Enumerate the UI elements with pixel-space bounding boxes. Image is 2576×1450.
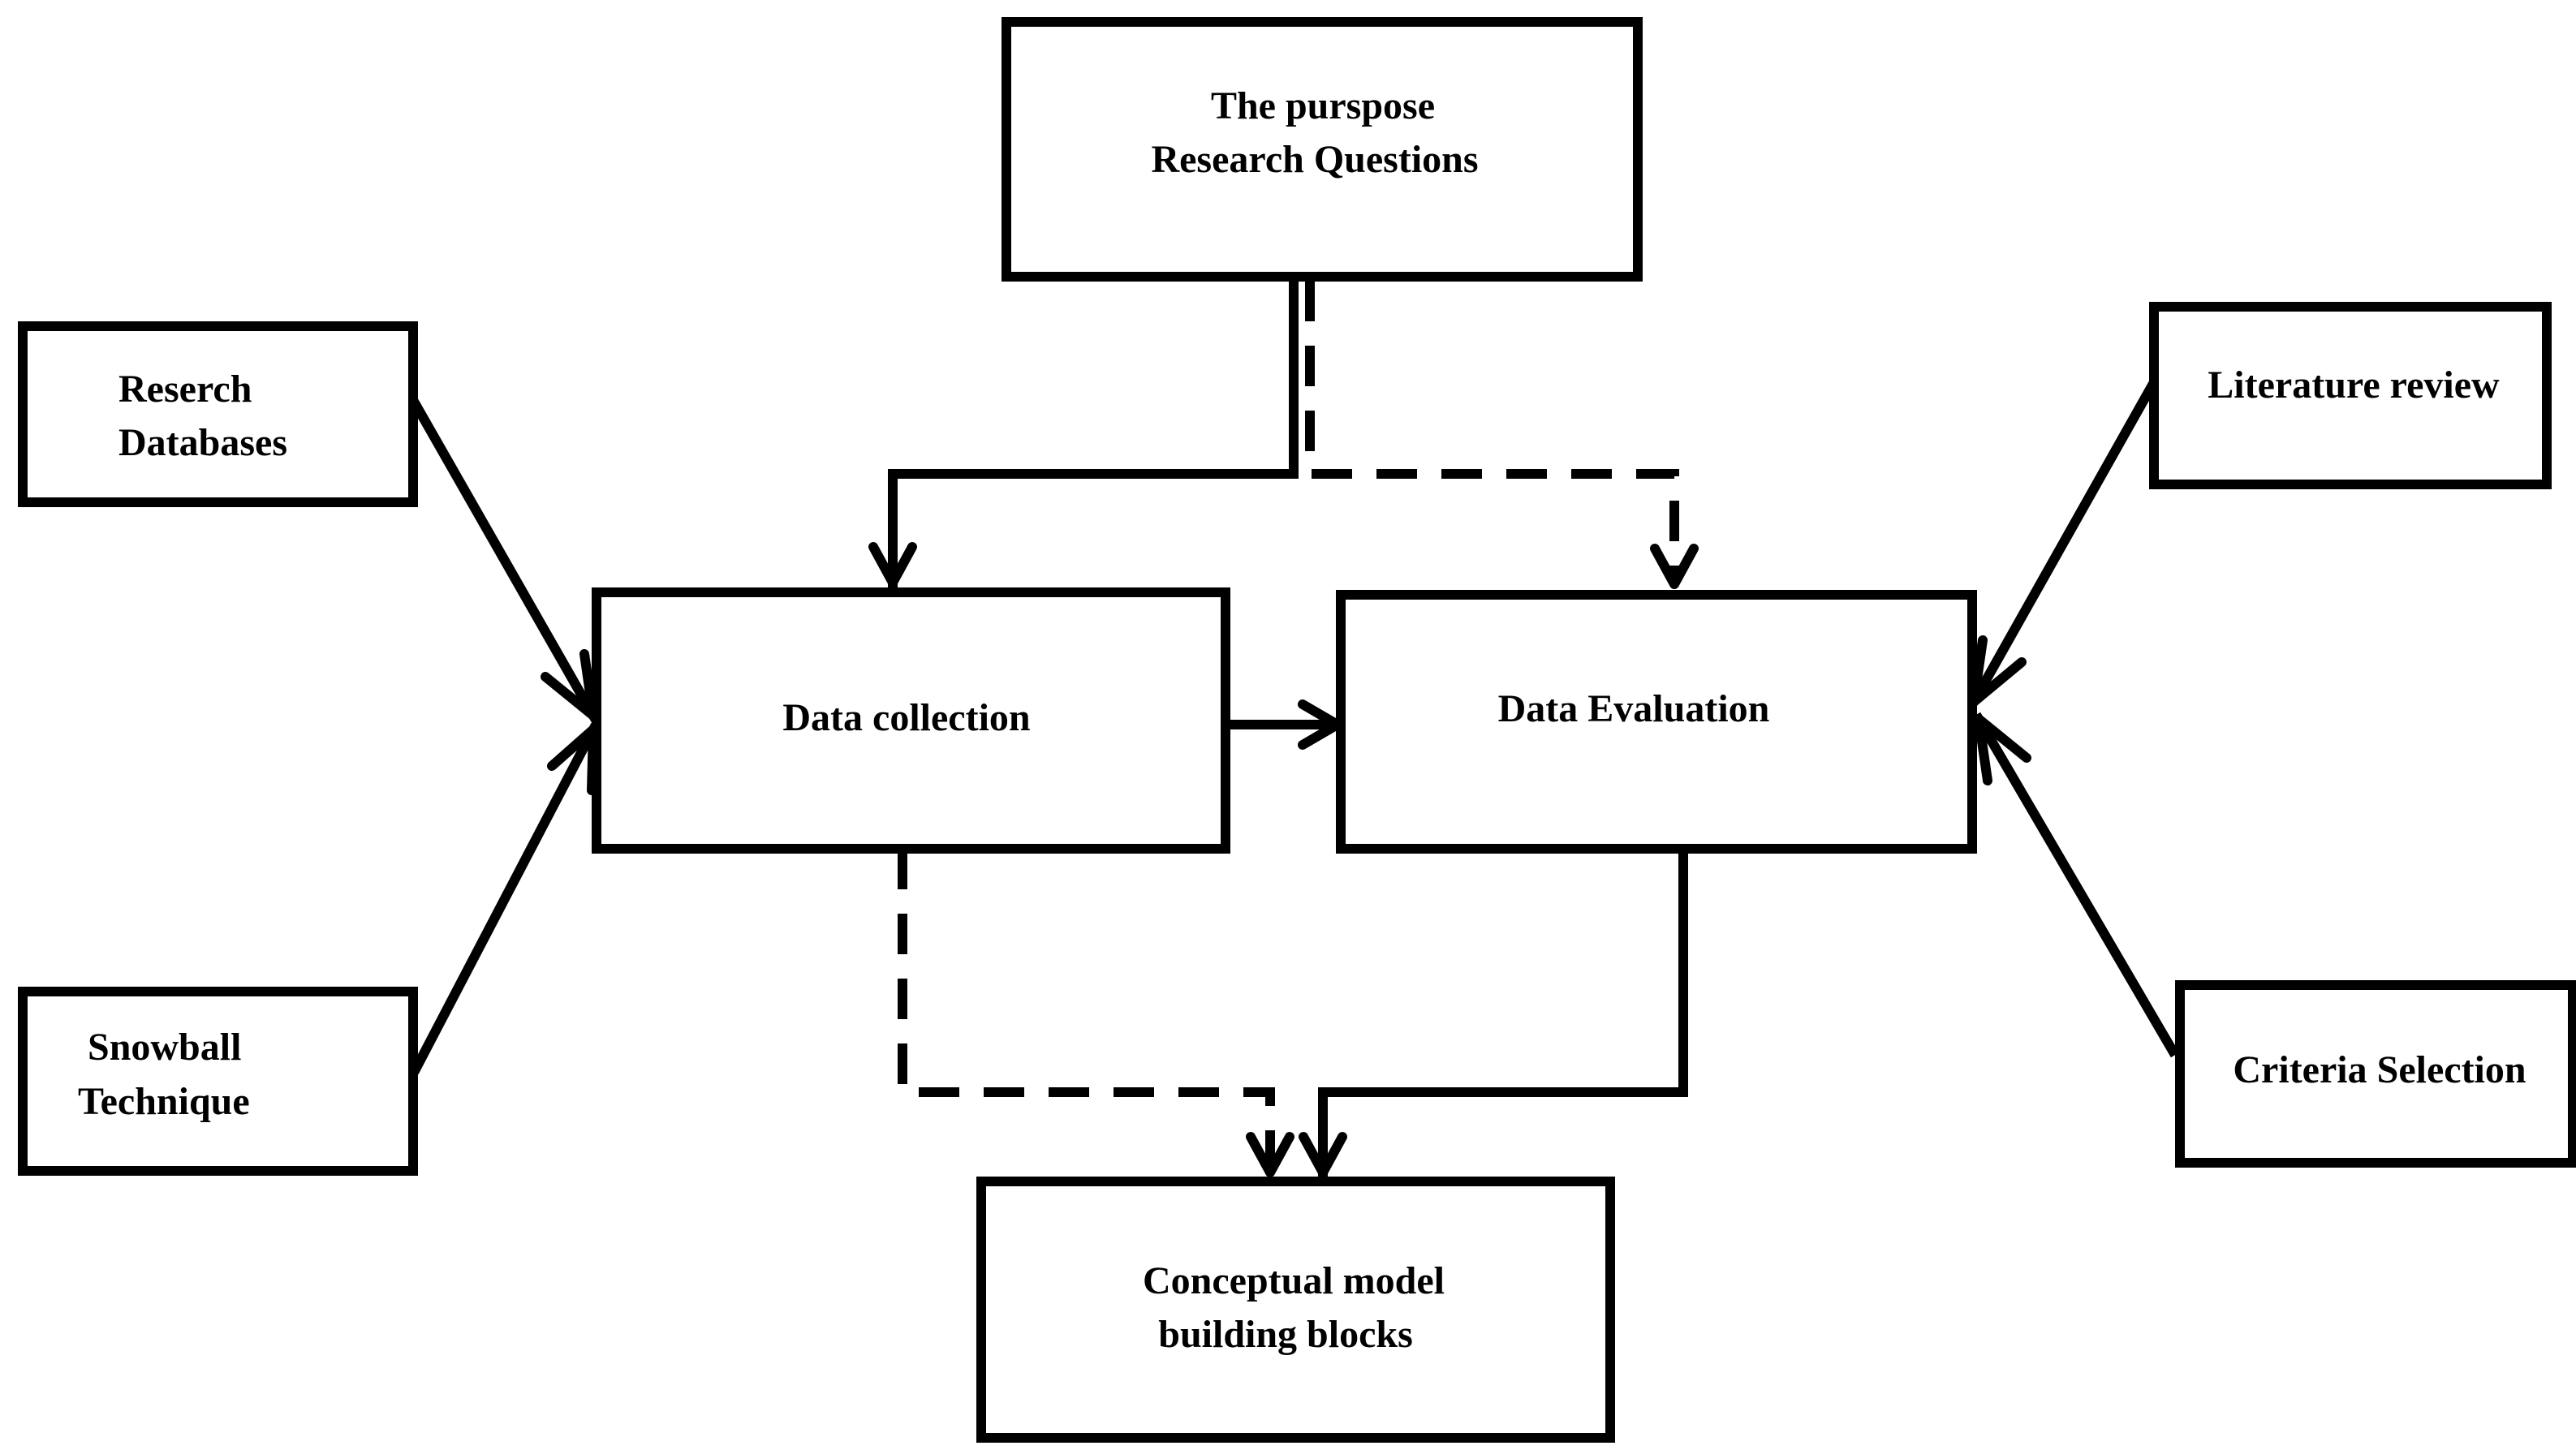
- node-databases: Reserch Databases: [18, 321, 418, 507]
- node-purpose-line-2: Research Questions: [1151, 138, 1478, 181]
- node-databases-line-1: Reserch: [118, 368, 252, 411]
- node-collection: Data collection: [592, 587, 1230, 854]
- edge-purpose-to-evaluation: [1305, 281, 1699, 589]
- node-databases-line-2: Databases: [118, 421, 287, 464]
- node-literature-line-1: Literature review: [2208, 364, 2500, 407]
- edge-collection-to-model: [898, 849, 1294, 1177]
- edge-snowball-to-collection: [409, 722, 601, 1075]
- node-collection-line-1: Data collection: [782, 696, 1030, 739]
- node-evaluation-line-1: Data Evaluation: [1498, 687, 1770, 730]
- node-evaluation: Data Evaluation: [1336, 590, 1977, 854]
- edge-databases-to-collection: [409, 398, 601, 723]
- edge-criteria-to-evaluation: [1971, 712, 2180, 1058]
- edge-collection-to-evaluation: [1221, 699, 1342, 750]
- node-model: Conceptual model building blocks: [976, 1177, 1615, 1443]
- edge-literature-to-evaluation: [1966, 381, 2158, 709]
- node-snowball-line-2: Technique: [78, 1080, 250, 1123]
- edge-purpose-to-collection: [868, 276, 1299, 587]
- node-purpose-line-1: The purspose: [1211, 84, 1435, 127]
- node-criteria: Criteria Selection: [2175, 980, 2576, 1168]
- node-purpose: The purspose Research Questions: [1002, 17, 1643, 282]
- node-literature: Literature review: [2149, 302, 2552, 489]
- node-model-line-1: Conceptual model: [1143, 1259, 1445, 1302]
- node-snowball: Snowball Technique: [18, 987, 418, 1176]
- edge-evaluation-to-model: [1299, 844, 1688, 1177]
- node-model-line-2: building blocks: [1158, 1313, 1413, 1356]
- node-criteria-line-1: Criteria Selection: [2233, 1048, 2526, 1091]
- node-snowball-line-1: Snowball: [88, 1026, 241, 1069]
